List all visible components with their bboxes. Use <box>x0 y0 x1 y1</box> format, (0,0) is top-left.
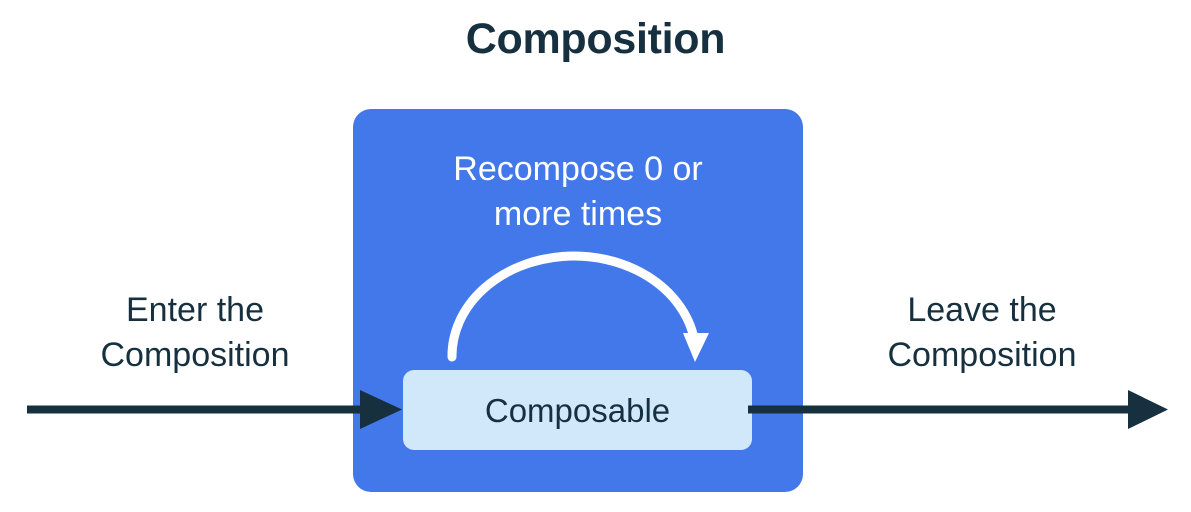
enter-composition-label: Enter the Composition <box>100 291 290 374</box>
leave-arrow-head-icon <box>1128 390 1168 429</box>
enter-arrow <box>27 390 402 429</box>
page-title: Composition <box>465 15 726 63</box>
recompose-caption: Recompose 0 or more times <box>453 150 703 233</box>
leave-composition-label: Leave the Composition <box>887 291 1077 374</box>
composable-label: Composable <box>484 391 671 429</box>
leave-arrow <box>748 390 1168 429</box>
composable-box: Composable <box>403 370 752 450</box>
